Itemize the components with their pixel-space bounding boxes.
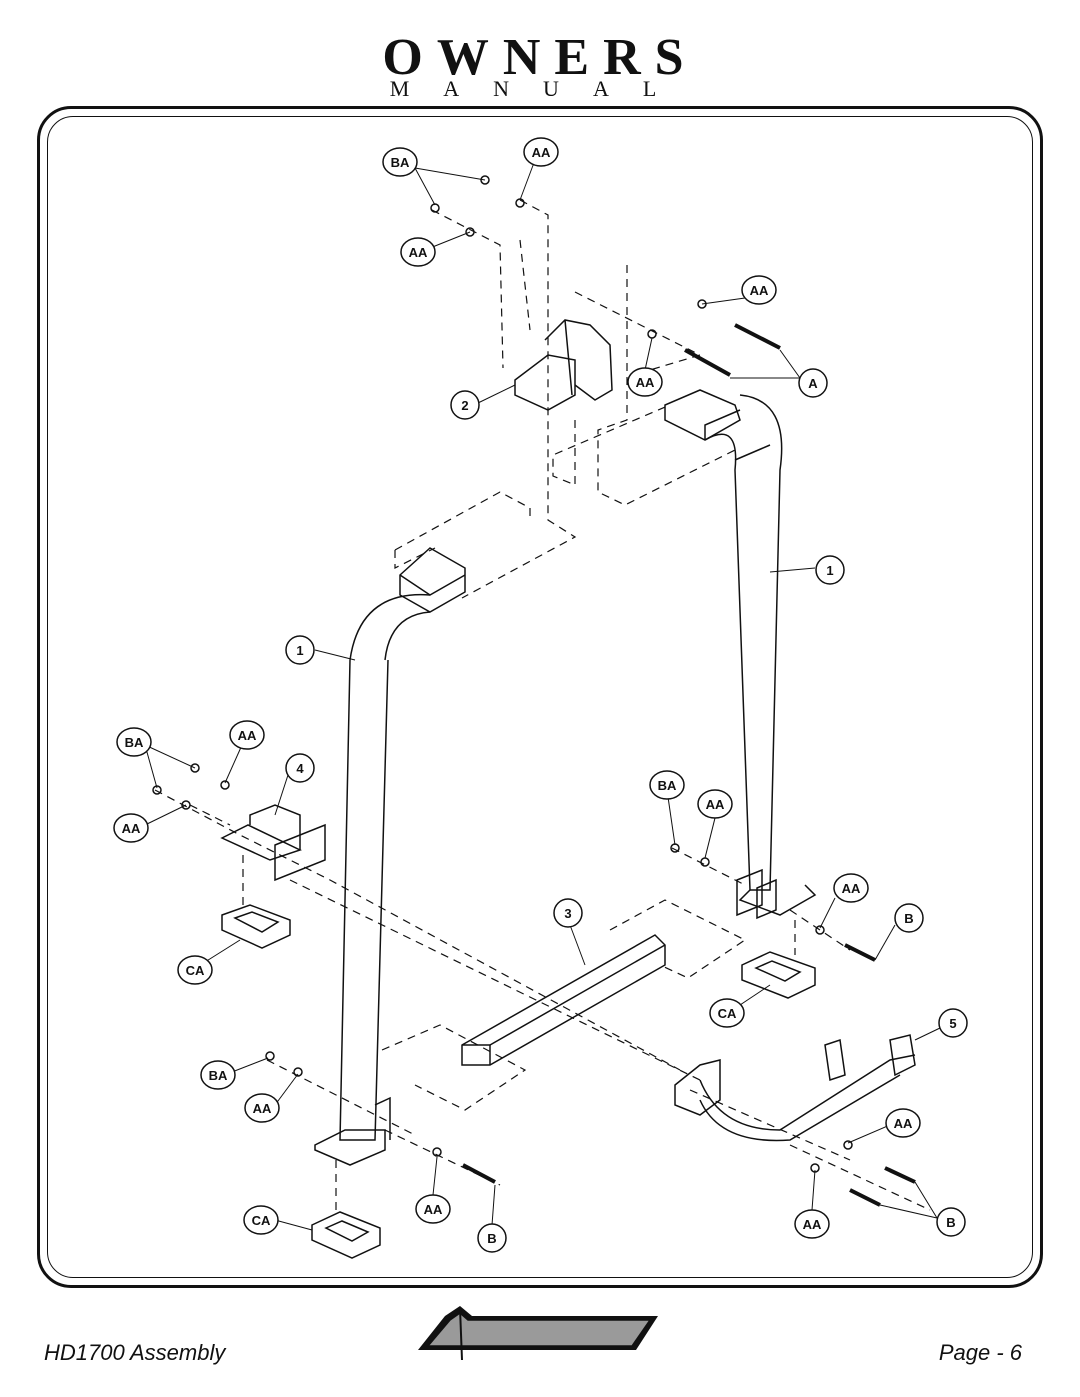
callout-ca: CA	[718, 1006, 737, 1021]
callout-ba: BA	[209, 1068, 228, 1083]
page-frame-inner	[47, 116, 1033, 1278]
callout-aa: AA	[706, 797, 725, 812]
callout-a: A	[808, 376, 818, 391]
callout-aa: AA	[750, 283, 769, 298]
manual-title: OWNERS	[382, 29, 698, 86]
callout-ca: CA	[252, 1213, 271, 1228]
footer-model-label: HD1700 Assembly	[44, 1340, 226, 1365]
callout-part-5: 5	[949, 1016, 956, 1031]
callout-part-2: 2	[461, 398, 468, 413]
callout-aa: AA	[532, 145, 551, 160]
callout-aa: AA	[636, 375, 655, 390]
manual-subtitle: MANUAL	[389, 76, 691, 101]
callout-b: B	[946, 1215, 955, 1230]
callout-aa: AA	[253, 1101, 272, 1116]
callout-aa: AA	[424, 1202, 443, 1217]
callout-b: B	[904, 911, 913, 926]
page-frame-outer	[37, 106, 1043, 1288]
callout-part-4: 4	[296, 761, 304, 776]
callout-aa: AA	[238, 728, 257, 743]
callout-ba: BA	[391, 155, 410, 170]
callout-ca: CA	[186, 963, 205, 978]
callout-ba: BA	[658, 778, 677, 793]
hoist-logo	[418, 1306, 658, 1361]
callout-aa: AA	[803, 1217, 822, 1232]
callout-aa: AA	[409, 245, 428, 260]
callout-part-1: 1	[826, 563, 833, 578]
footer-page-number: Page - 6	[938, 1340, 1022, 1365]
callout-aa: AA	[122, 821, 141, 836]
callout-aa: AA	[894, 1116, 913, 1131]
callout-part-1: 1	[296, 643, 303, 658]
callout-aa: AA	[842, 881, 861, 896]
callout-part-3: 3	[564, 906, 571, 921]
callout-b: B	[487, 1231, 496, 1246]
callout-ba: BA	[125, 735, 144, 750]
